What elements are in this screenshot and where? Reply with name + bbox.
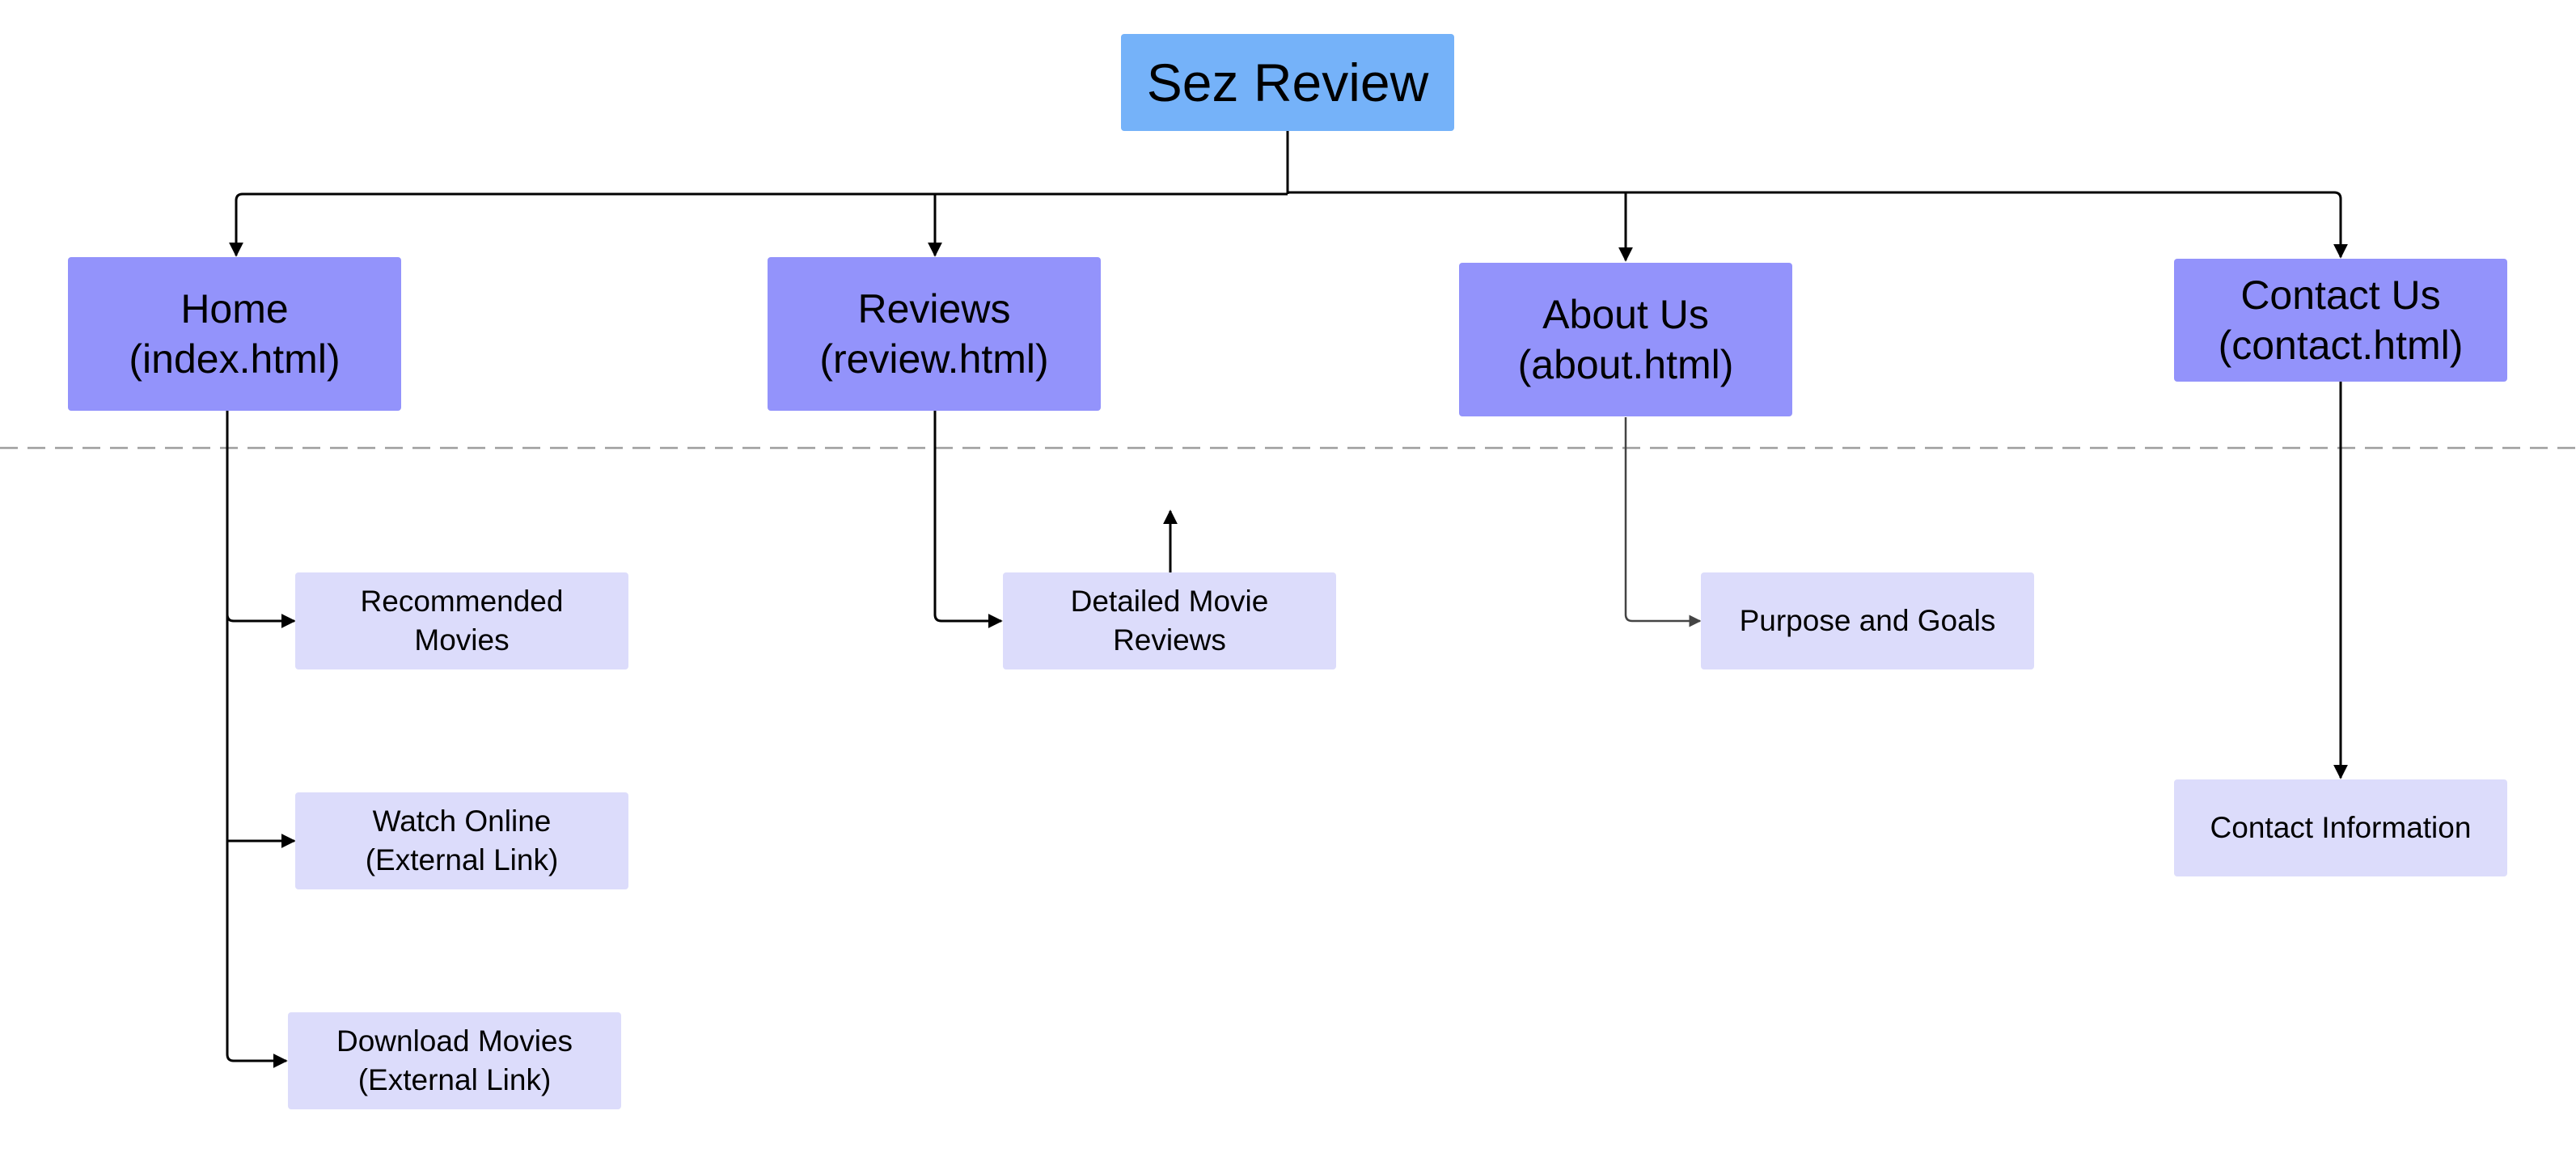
page-node-about: About Us (about.html)	[1459, 263, 1792, 416]
connector-home-recommended	[226, 614, 296, 628]
connector-root-about	[1288, 191, 1633, 262]
page-node-reviews: Reviews (review.html)	[768, 257, 1101, 411]
root-label: Sez Review	[1146, 52, 1429, 112]
page-node-contact: Contact Us (contact.html)	[2174, 259, 2507, 382]
page-label-contact: Contact Us (contact.html)	[2218, 272, 2464, 369]
section-node-contact-info: Contact Information	[2174, 779, 2507, 876]
page-node-home: Home (index.html)	[68, 257, 401, 411]
page-label-home: Home (index.html)	[129, 285, 341, 382]
page-label-reviews: Reviews (review.html)	[819, 285, 1049, 382]
section-label-recommended: Recommended Movies	[360, 584, 564, 657]
root-node: Sez Review	[1121, 34, 1454, 131]
section-label-watch-online: Watch Online (External Link)	[365, 804, 559, 876]
section-label-download: Download Movies (External Link)	[336, 1024, 573, 1096]
connector-root-home	[229, 192, 1288, 257]
connector-home-trunk	[226, 411, 288, 1068]
section-node-download: Download Movies (External Link)	[288, 1012, 621, 1109]
section-node-recommended: Recommended Movies	[295, 572, 628, 669]
section-node-purpose: Purpose and Goals	[1701, 572, 2034, 669]
section-label-detailed-reviews: Detailed Movie Reviews	[1070, 584, 1269, 657]
section-label-contact-info: Contact Information	[2210, 810, 2472, 844]
section-label-purpose: Purpose and Goals	[1739, 603, 1996, 637]
connector-about-purpose	[1624, 417, 1702, 627]
section-node-watch-online: Watch Online (External Link)	[295, 792, 628, 889]
connector-root-contact	[1626, 191, 2348, 259]
section-node-detailed-reviews: Detailed Movie Reviews	[1003, 572, 1336, 669]
page-label-about: About Us (about.html)	[1517, 291, 1734, 388]
connector-reviews-detailed	[933, 411, 1003, 628]
